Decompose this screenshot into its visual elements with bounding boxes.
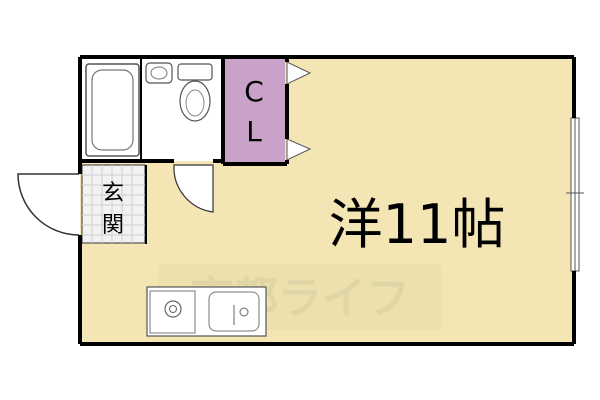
entrance-tiles (81, 164, 146, 244)
toilet (177, 63, 213, 122)
closet-label-l: L (246, 115, 262, 148)
main-room-label: 洋11帖 (329, 193, 506, 256)
entrance-door (17, 173, 80, 236)
closet-label-c: C (244, 75, 264, 108)
kitchen-counter (146, 286, 267, 337)
walls (78, 55, 576, 346)
entrance-label-bottom: 関 (102, 213, 124, 238)
closet (223, 57, 285, 164)
bathroom-sink (145, 62, 173, 84)
closet-doors (286, 61, 312, 161)
bathtub (85, 63, 140, 157)
interior-door (173, 164, 214, 213)
entrance-label-top: 玄 (102, 181, 124, 206)
